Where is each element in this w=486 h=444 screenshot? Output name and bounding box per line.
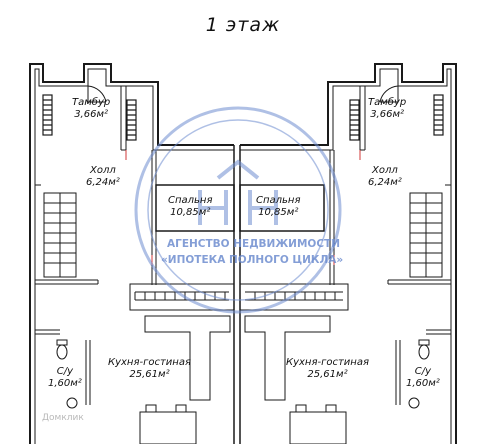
room-area: 3,66м²: [74, 109, 109, 120]
room-area: 6,24м²: [368, 177, 402, 188]
left-stairs: [43, 192, 77, 278]
room-area: 25,61м²: [307, 369, 348, 380]
right-vestibule-wall: [359, 86, 366, 151]
room-name: Кухня-гостиная: [108, 357, 191, 368]
center-wall: [233, 145, 241, 444]
room-bedroom-right: Спальня 10,85м²: [256, 195, 301, 219]
room-bathroom-right: С/у 1,60м²: [406, 366, 440, 390]
right-stairs: [409, 192, 443, 278]
room-name: Холл: [90, 165, 116, 176]
room-area: 3,66м²: [370, 109, 405, 120]
room-name: Спальня: [256, 195, 301, 206]
room-kitchen-right: Кухня-гостиная 25,61м²: [286, 357, 369, 381]
watermark-line-1: АГЕНСТВО НЕДВИЖИМОСТИ: [167, 238, 341, 250]
right-outer-wall-inner: [240, 68, 452, 444]
left-outer-wall-inner: [34, 68, 234, 444]
left-dining: [139, 404, 197, 444]
left-entry-door: [87, 85, 107, 103]
room-kitchen-left: Кухня-гостиная 25,61м²: [108, 357, 191, 381]
room-hall-right: Холл 6,24м²: [368, 165, 402, 189]
right-outer-wall: [240, 63, 457, 444]
right-kitchen-counter: [239, 283, 349, 311]
left-sofa: [144, 315, 231, 401]
left-bathroom-wall: [35, 329, 91, 405]
right-hall-partition: [387, 184, 451, 285]
footer-watermark: Домклик: [42, 413, 84, 423]
room-name: Тамбур: [368, 97, 407, 108]
room-name: Тамбур: [72, 97, 111, 108]
room-name: С/у: [414, 366, 432, 377]
room-hall-left: Холл 6,24м²: [86, 165, 120, 189]
right-sink: [408, 397, 420, 409]
room-name: С/у: [56, 366, 74, 377]
right-bedroom-wall: [239, 184, 325, 232]
agency-watermark-emblem: [134, 106, 342, 314]
left-toilet: [56, 344, 68, 360]
left-sink: [66, 397, 78, 409]
room-area: 10,85м²: [170, 207, 211, 218]
right-dining: [289, 404, 347, 444]
floor-title: 1 этаж: [205, 14, 281, 36]
room-area: 10,85м²: [258, 207, 299, 218]
right-bathroom-wall: [395, 329, 451, 405]
room-area: 1,60м²: [48, 378, 82, 389]
room-area: 1,60м²: [406, 378, 440, 389]
room-name: Спальня: [168, 195, 213, 206]
left-window: [42, 94, 137, 141]
right-window: [349, 94, 444, 141]
room-vestibule-right: Тамбур 3,66м²: [368, 97, 406, 121]
room-area: 25,61м²: [129, 369, 170, 380]
right-entry-door: [379, 85, 399, 103]
left-outer-wall: [29, 63, 234, 444]
left-vestibule-wall: [120, 86, 127, 151]
left-hall-partition: [35, 184, 99, 285]
room-name: Холл: [372, 165, 398, 176]
room-name: Кухня-гостиная: [286, 357, 369, 368]
room-bedroom-left: Спальня 10,85м²: [168, 195, 213, 219]
watermark-line-2: «ИПОТЕКА ПОЛНОГО ЦИКЛА»: [161, 254, 344, 266]
room-area: 6,24м²: [86, 177, 120, 188]
right-toilet: [418, 344, 430, 360]
room-vestibule-left: Тамбур 3,66м²: [72, 97, 110, 121]
right-sofa: [244, 315, 331, 401]
room-bathroom-left: С/у 1,60м²: [48, 366, 82, 390]
